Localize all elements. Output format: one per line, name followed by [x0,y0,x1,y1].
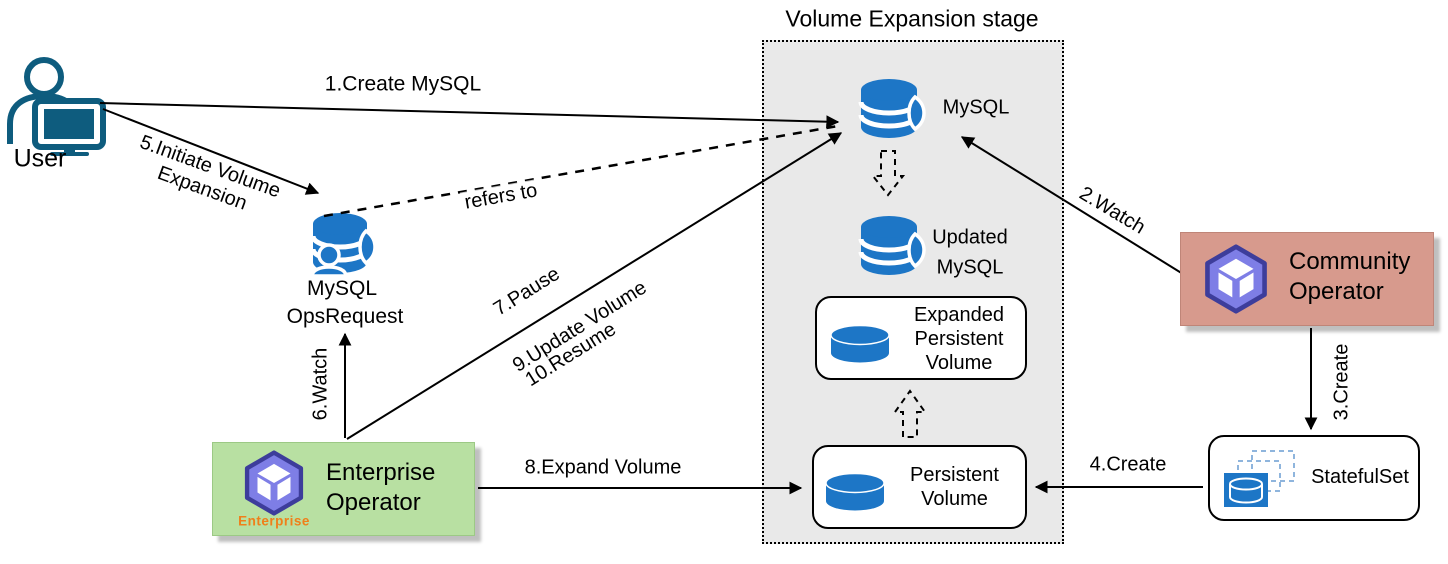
mysql-opsrequest-label-line2: OpsRequest [286,305,404,328]
dashed-arrow-mysql-to-updated-icon [870,150,906,197]
stage-title: Volume Expansion stage [785,5,1039,32]
enterprise-badge: Enterprise [238,513,310,529]
enterprise-operator-box: Enterprise Operator [212,442,475,536]
line-refers-to [323,124,839,218]
expanded-pv-label-line1: Expanded [913,304,1005,326]
updated-mysql-icon [858,216,926,275]
user-icon [7,57,106,156]
arrow-initiate-volume-expansion [102,108,320,195]
persistent-volume-label: Persistent Volume [892,463,1017,511]
community-operator-label-line2: Operator [1289,278,1384,305]
expanded-pv-label: Expanded Persistent Volume [899,303,1019,375]
persistent-volume-label-line2: Volume [921,488,988,510]
edge-label-create-statefulset: 3.Create [1330,340,1354,424]
arrow-watch-community [960,136,1184,275]
community-operator-label-line1: Community [1289,248,1411,275]
statefulset-label: StatefulSet [1311,466,1409,488]
updated-mysql-label-line2: MySQL [936,256,1004,279]
arrow-create-mysql [99,102,840,129]
mysql-opsrequest-icon [310,213,377,278]
enterprise-operator-label-line2: Operator [326,489,421,516]
updated-mysql-label-line1: Updated [932,226,1008,249]
edge-label-expand-volume: 8.Expand Volume [521,456,685,480]
statefulset-icon [1224,450,1295,507]
expanded-persistent-volume-box: Expanded Persistent Volume [815,296,1027,380]
expanded-pv-label-line3: Volume [925,352,993,374]
arrow-pause-update-resume [346,132,843,440]
community-operator-label: Community Operator [1289,247,1410,307]
community-operator-cube-icon [1205,244,1267,314]
mysql-label: MySQL [942,96,1010,119]
enterprise-operator-label: Enterprise Operator [326,458,435,518]
user-label: User [13,144,67,173]
enterprise-operator-cube-icon [244,450,304,516]
enterprise-operator-label-line1: Enterprise [326,459,436,486]
edge-label-watch-enterprise: 6.Watch [309,344,333,424]
persistent-volume-label-line1: Persistent [910,464,999,486]
persistent-volume-box: Persistent Volume [812,445,1027,529]
dashed-arrow-pv-to-expanded-icon [893,389,927,438]
mysql-opsrequest-label-line1: MySQL [306,277,378,300]
mysql-icon [858,79,926,138]
statefulset-box: StatefulSet [1208,435,1420,521]
persistent-volume-cylinder-icon [825,473,885,511]
expanded-volume-cylinder-icon [830,325,890,363]
edge-label-create-mysql: 1.Create MySQL [321,72,485,96]
expanded-pv-label-line2: Persistent [914,328,1004,350]
community-operator-box: Community Operator [1180,232,1434,326]
edge-label-create-pv: 4.Create [1086,453,1170,477]
